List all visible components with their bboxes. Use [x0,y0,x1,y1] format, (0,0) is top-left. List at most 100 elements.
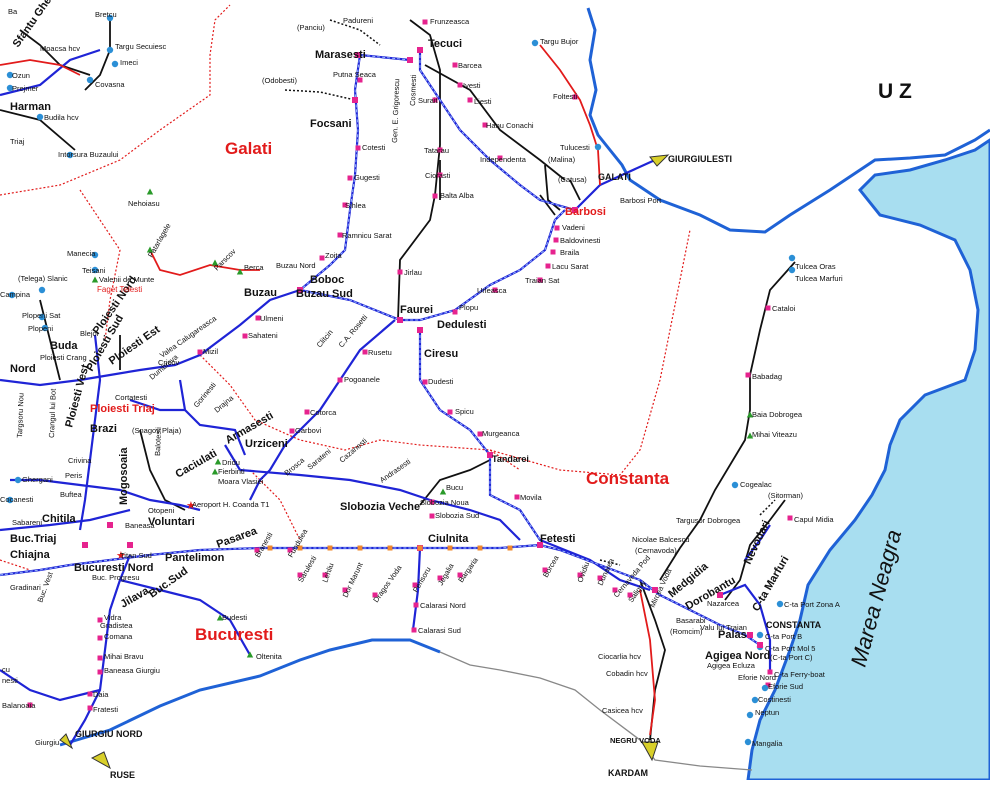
station-label-imeci: Imeci [120,58,138,67]
station-label-triaj: Triaj [10,137,25,146]
station-label-urleasca: Urleasca [477,286,507,295]
hub-marker-8 [537,542,543,548]
station-marker-baldovinesti [553,237,559,243]
hub-marker-17 [757,642,763,648]
label-nevodari: Nevodari [742,519,773,567]
station-label-plopu: Plopu [459,303,478,312]
station-marker-foltesti [572,94,578,100]
station-label-braila: Braila [560,248,580,257]
station-label-cu: cu [2,665,10,674]
station-label-budila: Budila hcv [44,113,79,122]
station-label-barbosi_port: Barbosi Port [620,196,662,205]
station-label-ctaport_mol5: C-ta Port Mol 5 [765,644,815,653]
station-label-peris: Peris [65,471,82,480]
line-marker-3 [357,545,363,551]
station-label-gorinesti: Gorinesti [192,380,218,409]
label-tecuci: Tecuci [428,38,462,50]
station-marker-zoita [319,255,325,261]
station-marker-prejmer [6,84,14,92]
hub-marker-10 [127,542,133,548]
station-label-ciorasti: Ciorasti [425,171,451,180]
station-marker-jegalia [437,575,443,581]
station-marker-cernavoda_pod [612,587,618,593]
star-icon: ★ [116,550,126,562]
hub-marker-14 [652,587,658,593]
station-label-ctaport_b: C-ta Port B [765,632,802,641]
station-marker-cocanesti [6,496,14,504]
station-marker-barcea [452,62,458,68]
station-label-gradinari: Gradinari [10,583,41,592]
station-label-cernavoda: (Cernavoda) [635,546,677,555]
star-icon: ★ [186,500,196,512]
station-label-zoita: Zoita [325,251,343,260]
station-label-ramnicu: Ramnicu Sarat [342,231,393,240]
station-label-ciocarlia: Ciocarlia hcv [598,652,641,661]
station-label-cataloi: Cataloi [772,304,796,313]
station-marker-putna_seaca [357,77,363,83]
station-label-telega: (Telega) Slanic [18,274,68,283]
station-label-eforie_nord: Eforie Nord [738,673,776,682]
border-ruse: RUSE [110,770,135,780]
border-giurgiu-nord: GIURGIU NORD [75,729,143,739]
label-agigea-nord: Agigea Nord [705,650,770,662]
label-buzau: Buzau [244,287,277,299]
station-marker-garbovi [289,428,295,434]
hub-marker-5 [397,317,403,323]
station-marker-dridu [214,458,222,465]
station-label-surait: Surait [418,96,439,105]
station-marker-surait [432,97,438,103]
label-faurei: Faurei [400,304,433,316]
station-label-babadag: Babadag [752,372,782,381]
station-marker-ghergani [14,476,22,484]
label-tandarei: Tandarei [492,454,529,464]
hub-marker-7 [487,452,493,458]
station-marker-tatarau [437,147,443,153]
line-marker-6 [447,545,453,551]
station-marker-balta_alba [432,193,438,199]
station-marker-saligny [627,592,633,598]
arrow-giurgiu-icon [59,733,74,750]
station-label-hanu_conachi: Hanu Conachi [486,121,534,130]
sea-area [746,138,990,782]
station-marker-covasna [86,76,94,84]
station-label-spicu: Spicu [455,407,474,416]
stations-layer: ★★ [6,14,796,746]
station-marker-eforie_nord [765,682,771,688]
hub-marker-11 [107,522,113,528]
hub-marker-0 [417,47,423,53]
label-sfantu-gheorghe: Sfantu Gheo [11,0,58,50]
arrow-kardam-icon [641,741,659,762]
station-label-agigea_ecluza: Agigea Ecluza [707,661,756,670]
station-marker-gugesti [347,175,353,181]
station-marker-vadeni [554,225,560,231]
station-marker-daia [87,691,93,697]
station-marker-ivesti [457,82,463,88]
station-label-drajna: Drajna [213,393,236,415]
station-label-ca_rosetti: C.A. Rosetti [337,313,370,350]
station-label-aeroport: Aeroport H. Coanda T1 [192,500,269,509]
station-marker-borcea [542,567,548,573]
station-marker-patarlagele [146,246,154,253]
station-marker-cataloi [765,305,771,311]
station-marker-campina [8,291,16,299]
line-marker-5 [417,545,423,551]
hub-marker-2 [355,52,361,58]
station-marker-cogealac [731,481,739,489]
county-borders [0,4,691,571]
station-label-romcim: (Romcim) [670,627,703,636]
station-label-fundulea: Fundulea [286,527,310,559]
station-label-tatarau: Tatarau [424,146,449,155]
station-marker-nehoiasu [146,188,154,195]
station-marker-baia [746,411,754,418]
station-label-costinesti: Costinesti [758,695,791,704]
station-label-titan_sud: Titan Sud [120,551,152,560]
station-marker-dunarea [597,575,603,581]
station-marker-ramnicu [337,232,343,238]
station-label-ploiesti_crang: Ploiesti Crang [40,353,87,362]
station-marker-telega [38,286,46,294]
label-buc-triaj: Buc.Triaj [10,533,56,545]
label-buzau-sud: Buzau Sud [296,288,353,300]
station-label-cazanesti: Cazanesti [338,436,370,465]
station-label-sihlea: Sihlea [345,201,367,210]
